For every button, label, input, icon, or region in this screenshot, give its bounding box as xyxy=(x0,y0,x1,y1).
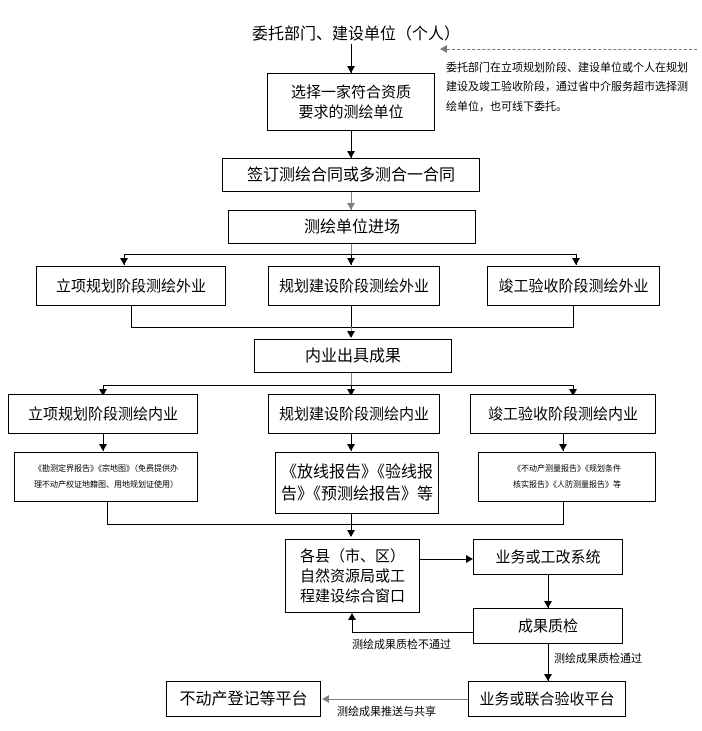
edge-qc-fail-across xyxy=(352,632,473,633)
edge-office-construction-arrow xyxy=(347,444,355,451)
annotation-note: 委托部门在立项规划阶段、建设单位或个人在规划建设及竣工验收阶段，通过省中介服务超… xyxy=(446,61,688,113)
edge-office-acceptance-down xyxy=(563,434,564,451)
node-office-acceptance[interactable]: 竣工验收阶段测绘内业 xyxy=(470,394,656,434)
node-county-bureau-label: 各县（市、区） 自然资源局或工 程建设综合窗口 xyxy=(299,546,405,606)
diagram-title: 委托部门、建设单位（个人） xyxy=(251,24,460,43)
node-sign-contract[interactable]: 签订测绘合同或多测合一合同 xyxy=(222,158,480,192)
node-field-planning-label: 立项规划阶段测绘外业 xyxy=(55,276,206,295)
edge-business-to-qc xyxy=(548,575,549,608)
node-field-construction-label: 规划建设阶段测绘外业 xyxy=(278,276,429,295)
edge-qc-pass-down xyxy=(548,644,549,681)
node-quality-check-label: 成果质检 xyxy=(517,616,578,635)
node-indoor-output-label: 内业出具成果 xyxy=(304,346,401,366)
node-field-construction[interactable]: 规划建设阶段测绘外业 xyxy=(268,266,440,306)
edge-title-to-select xyxy=(351,44,352,73)
edge-result-right-down xyxy=(563,502,564,524)
edge-enter-bus xyxy=(124,254,576,255)
edge-output-bus xyxy=(103,385,573,386)
edge-output-arrow-left xyxy=(99,389,107,396)
edge-output-trunk xyxy=(351,373,352,385)
node-unit-enter-label: 测绘单位进场 xyxy=(303,217,400,237)
node-business-system[interactable]: 业务或工改系统 xyxy=(473,539,623,575)
node-office-planning[interactable]: 立项规划阶段测绘内业 xyxy=(8,394,198,434)
edge-field-right-down xyxy=(573,306,574,327)
node-result-acceptance[interactable]: 《不动产测量报告》《规划条件 核实报告》《人防测量报告》等 xyxy=(478,452,656,502)
edge-results-to-county-arrow xyxy=(347,530,355,537)
edge-title-to-select-arrow xyxy=(347,66,355,73)
edge-office-acceptance-arrow xyxy=(559,444,567,451)
edge-sign-to-enter-arrow xyxy=(347,203,355,210)
edge-qc-pass-arrow xyxy=(544,674,552,681)
node-field-planning[interactable]: 立项规划阶段测绘外业 xyxy=(36,266,226,306)
edge-result-left-down xyxy=(107,502,108,524)
node-quality-check[interactable]: 成果质检 xyxy=(473,608,623,644)
node-sign-contract-label: 签订测绘合同或多测合一合同 xyxy=(246,165,455,185)
edge-output-arrow-mid xyxy=(347,389,355,396)
edge-select-to-sign-arrow xyxy=(347,151,355,158)
node-field-acceptance[interactable]: 竣工验收阶段测绘外业 xyxy=(487,266,660,306)
note-connector-arrowhead xyxy=(440,45,447,53)
edge-county-to-business xyxy=(420,559,470,560)
edge-merge-to-output-arrow xyxy=(347,331,355,338)
node-result-construction-label: 《放线报告》《验线报 告》《预测绘报告》等 xyxy=(280,462,433,503)
edge-label-push-share: 测绘成果推送与共享 xyxy=(337,705,436,718)
edge-field-merge-bus xyxy=(131,327,574,328)
edge-county-to-business-arrow xyxy=(466,555,473,563)
note-connector-dashed xyxy=(447,49,697,50)
edge-result-left-across xyxy=(107,524,352,525)
edge-select-to-sign xyxy=(351,131,352,158)
node-registration-platform-label: 不动产登记等平台 xyxy=(179,689,308,709)
node-joint-acceptance[interactable]: 业务或联合验收平台 xyxy=(468,681,626,717)
node-office-acceptance-label: 竣工验收阶段测绘内业 xyxy=(487,404,638,423)
node-office-planning-label: 立项规划阶段测绘内业 xyxy=(27,404,178,423)
edge-result-mid-down xyxy=(351,514,352,536)
edge-enter-arrow-left xyxy=(120,258,128,265)
edge-enter-arrow-mid xyxy=(347,258,355,265)
node-county-bureau[interactable]: 各县（市、区） 自然资源局或工 程建设综合窗口 xyxy=(285,539,420,613)
edge-office-planning-down xyxy=(103,434,104,451)
node-result-acceptance-label: 《不动产测量报告》《规划条件 核实报告》《人防测量报告》等 xyxy=(513,464,621,489)
edge-sign-to-enter xyxy=(351,192,352,210)
edge-qc-fail-arrow xyxy=(348,613,356,620)
node-business-system-label: 业务或工改系统 xyxy=(495,547,601,566)
edge-enter-arrow-right xyxy=(572,258,580,265)
edge-field-mid-down xyxy=(351,306,352,327)
edge-business-to-qc-arrow xyxy=(544,601,552,608)
node-indoor-output[interactable]: 内业出具成果 xyxy=(254,339,452,373)
node-registration-platform[interactable]: 不动产登记等平台 xyxy=(166,681,321,717)
node-result-construction[interactable]: 《放线报告》《验线报 告》《预测绘报告》等 xyxy=(275,452,439,514)
node-select-unit-label: 选择一家符合资质 要求的测绘单位 xyxy=(290,82,411,121)
node-joint-acceptance-label: 业务或联合验收平台 xyxy=(479,689,615,708)
edge-push-share xyxy=(329,699,468,700)
node-result-planning[interactable]: 《勘测定界报告》《宗地图》（免费提供办 理不动产权证地籍图、用地规划证使用） xyxy=(14,452,198,502)
edge-enter-trunk xyxy=(351,244,352,254)
node-field-acceptance-label: 竣工验收阶段测绘外业 xyxy=(498,276,649,295)
edge-qc-fail-up xyxy=(352,620,353,633)
node-unit-enter[interactable]: 测绘单位进场 xyxy=(228,210,476,244)
edge-label-qc-pass: 测绘成果质检通过 xyxy=(554,652,642,665)
node-select-unit[interactable]: 选择一家符合资质 要求的测绘单位 xyxy=(267,73,435,131)
node-office-construction-label: 规划建设阶段测绘内业 xyxy=(278,404,429,423)
node-result-planning-label: 《勘测定界报告》《宗地图》（免费提供办 理不动产权证地籍图、用地规划证使用） xyxy=(34,464,178,489)
edge-field-left-down xyxy=(131,306,132,327)
edge-label-qc-fail: 测绘成果质检不通过 xyxy=(352,638,451,651)
node-office-construction[interactable]: 规划建设阶段测绘内业 xyxy=(268,394,440,434)
edge-push-share-arrow xyxy=(322,695,329,703)
edge-office-planning-arrow xyxy=(99,444,107,451)
edge-result-right-across xyxy=(351,524,564,525)
edge-office-construction-down xyxy=(351,434,352,451)
edge-output-arrow-right xyxy=(569,389,577,396)
